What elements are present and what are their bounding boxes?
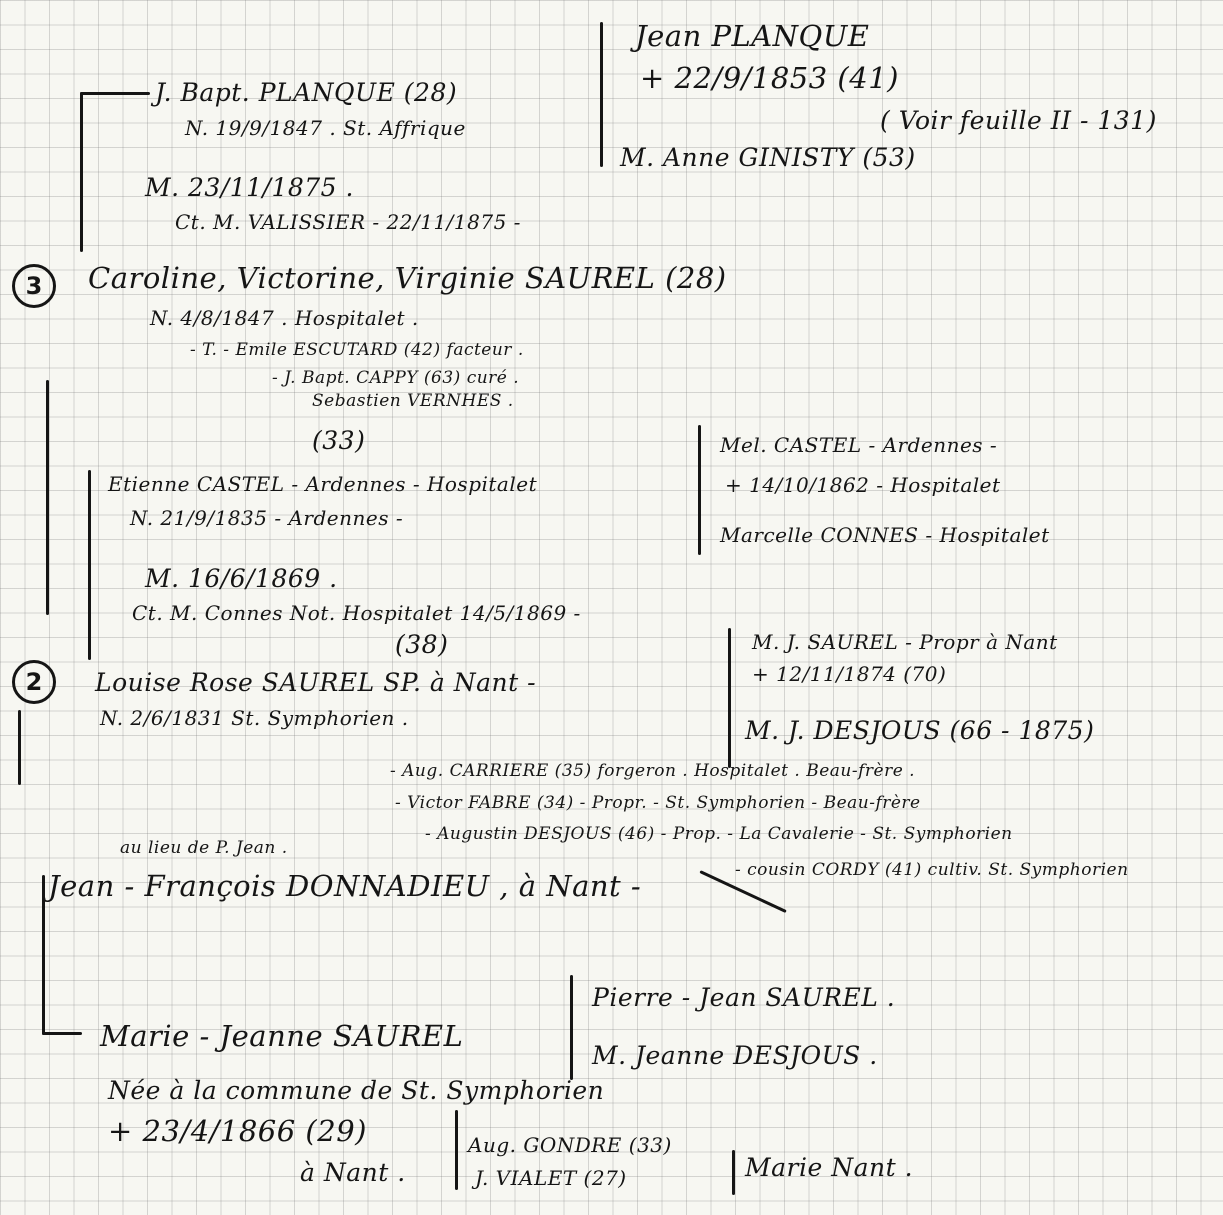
handwritten-line: Pierre - Jean SAUREL . — [592, 983, 896, 1012]
bracket-line — [600, 22, 603, 167]
handwritten-line: M. Jeanne DESJOUS . — [592, 1041, 878, 1070]
handwritten-line: Née à la commune de St. Symphorien — [108, 1076, 605, 1105]
handwritten-line: Ct. M. VALISSIER - 22/11/1875 - — [175, 210, 521, 234]
handwritten-line: Louise Rose SAUREL SP. à Nant - — [95, 668, 537, 697]
handwritten-line: ( Voir feuille II - 131) — [880, 106, 1157, 135]
handwritten-line: à Nant . — [300, 1158, 406, 1187]
handwritten-line: - J. Bapt. CAPPY (63) curé . — [272, 368, 520, 388]
bracket-line — [732, 1150, 735, 1195]
handwritten-line: Marie - Jeanne SAUREL — [100, 1019, 464, 1053]
handwritten-line: + 22/9/1853 (41) — [640, 61, 899, 95]
bracket-line — [698, 425, 701, 555]
handwritten-line: Caroline, Victorine, Virginie SAUREL (28… — [88, 261, 727, 295]
handwritten-line: + 14/10/1862 - Hospitalet — [725, 473, 1001, 497]
handwritten-line: Jean - François DONNADIEU , à Nant - — [48, 869, 642, 903]
handwritten-line: (38) — [395, 630, 449, 659]
bracket-line — [42, 1032, 82, 1035]
handwritten-line: Etienne CASTEL - Ardennes - Hospitalet — [108, 472, 538, 496]
generation-number-circle: 2 — [12, 660, 56, 704]
handwritten-line: M. Anne GINISTY (53) — [620, 143, 916, 172]
handwritten-line: - Augustin DESJOUS (46) - Prop. - La Cav… — [425, 824, 1013, 844]
bracket-line — [728, 628, 731, 768]
bracket-line — [570, 975, 573, 1080]
handwritten-line: N. 21/9/1835 - Ardennes - — [130, 506, 404, 530]
handwritten-line: N. 4/8/1847 . Hospitalet . — [150, 306, 419, 330]
handwritten-line: Aug. GONDRE (33) — [468, 1133, 672, 1157]
handwritten-line: N. 19/9/1847 . St. Affrique — [185, 116, 466, 140]
bracket-line — [80, 92, 83, 252]
bracket-line — [42, 875, 45, 1035]
handwritten-line: N. 2/6/1831 St. Symphorien . — [100, 706, 409, 730]
handwritten-line: M. 16/6/1869 . — [145, 564, 338, 593]
generation-number-circle: 3 — [12, 264, 56, 308]
handwritten-line: - Victor FABRE (34) - Propr. - St. Symph… — [395, 793, 921, 813]
handwritten-line: J. Bapt. PLANQUE (28) — [155, 78, 458, 107]
handwritten-line: M. J. SAUREL - Propr à Nant — [752, 630, 1058, 654]
handwritten-line: au lieu de P. Jean . — [120, 838, 288, 858]
handwritten-line: Ct. M. Connes Not. Hospitalet 14/5/1869 … — [132, 601, 581, 625]
handwritten-line: - T. - Emile ESCUTARD (42) facteur . — [190, 340, 524, 360]
bracket-line — [46, 380, 49, 615]
handwritten-line: M. 23/11/1875 . — [145, 173, 354, 202]
handwritten-line: Sebastien VERNHES . — [312, 391, 514, 411]
handwritten-line: Mel. CASTEL - Ardennes - — [720, 433, 998, 457]
handwritten-line: (33) — [312, 426, 366, 455]
handwritten-line: - cousin CORDY (41) cultiv. St. Symphori… — [735, 860, 1129, 880]
handwritten-line: + 23/4/1866 (29) — [108, 1114, 367, 1148]
handwritten-line: + 12/11/1874 (70) — [752, 662, 947, 686]
handwritten-line: - Aug. CARRIERE (35) forgeron . Hospital… — [390, 761, 916, 781]
handwritten-line: Jean PLANQUE — [635, 19, 870, 53]
handwritten-line: Marcelle CONNES - Hospitalet — [720, 523, 1050, 547]
bracket-line — [455, 1110, 458, 1190]
handwritten-line: Marie Nant . — [745, 1153, 914, 1182]
bracket-line — [18, 710, 21, 785]
bracket-line — [80, 92, 150, 95]
bracket-line — [88, 470, 91, 660]
handwritten-line: M. J. DESJOUS (66 - 1875) — [745, 716, 1095, 745]
handwritten-line: J. VIALET (27) — [475, 1166, 627, 1190]
